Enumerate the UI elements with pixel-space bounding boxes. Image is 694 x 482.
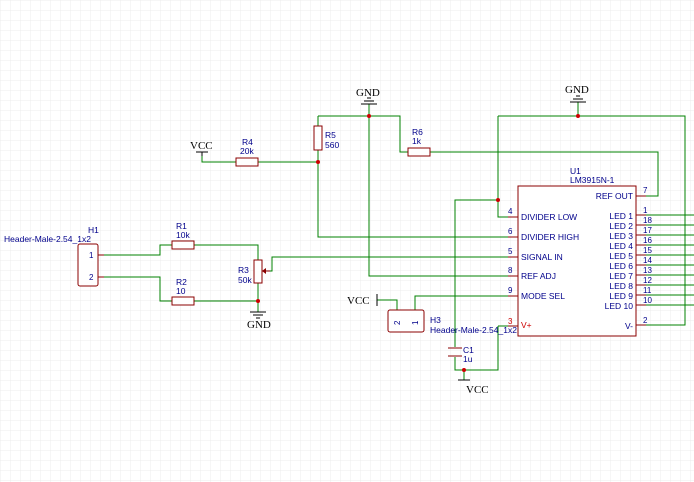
h1-name-label: Header-Male-2.54_1x2 [4, 234, 91, 244]
r2-ref-label: R2 [176, 277, 187, 287]
gnd-symbol-u1: GND [565, 84, 589, 103]
gnd-r3-label: GND [247, 319, 271, 331]
capacitor-c1[interactable]: C1 1u [448, 345, 474, 364]
r6-ref-label: R6 [412, 127, 423, 137]
gnd-symbol-r3: GND [247, 311, 271, 331]
u1-pin-num: 13 [643, 266, 652, 275]
u1-pin-num: 7 [643, 186, 648, 195]
u1-pin-name: LED 5 [609, 251, 633, 261]
resistor-r2[interactable]: R2 10 [171, 277, 195, 306]
u1-pin-num: 10 [643, 296, 652, 305]
u1-pin-name: V- [625, 321, 633, 331]
r4-ref-label: R4 [242, 137, 253, 147]
u1-pin-name: LED 1 [609, 211, 633, 221]
r3-ref-label: R3 [238, 265, 249, 275]
u1-pin-num: 12 [643, 276, 652, 285]
resistor-r1[interactable]: R1 10k [171, 221, 195, 250]
r5-value-label: 560 [325, 140, 339, 150]
junctions [256, 114, 580, 372]
u1-pin-name: SIGNAL IN [521, 252, 563, 262]
u1-pin-num: 17 [643, 226, 652, 235]
h3-ref-label: H3 [430, 315, 441, 325]
u1-pin-name: DIVIDER HIGH [521, 232, 579, 242]
u1-name-label: LM3915N-1 [570, 175, 615, 185]
u1-ref-label: U1 [570, 166, 581, 176]
vcc-symbol-h3: VCC [347, 294, 378, 307]
u1-pin-num: 16 [643, 236, 652, 245]
u1-pin-name: LED 8 [609, 281, 633, 291]
c1-ref-label: C1 [463, 345, 474, 355]
u1-pin-num: 2 [643, 316, 648, 325]
r3-value-label: 50k [238, 275, 252, 285]
vcc-c1-label: VCC [466, 384, 489, 396]
u1-pin-name: MODE SEL [521, 291, 565, 301]
potentiometer-r3[interactable]: R3 50k [238, 259, 270, 285]
r5-ref-label: R5 [325, 130, 336, 140]
u1-pin-name: REF ADJ [521, 271, 556, 281]
h1-pin2-label: 2 [89, 273, 94, 282]
u1-pin-num: 4 [508, 207, 513, 216]
u1-pin-num: 15 [643, 246, 652, 255]
vcc-symbol-r4: VCC [190, 140, 213, 156]
h3-name-label: Header-Male-2.54_1x2 [430, 325, 517, 335]
u1-pin-name: REF OUT [596, 191, 633, 201]
u1-pin-name: V+ [521, 320, 532, 330]
header-h3[interactable]: 2 1 H3 Header-Male-2.54_1x2 [387, 309, 517, 335]
vcc-symbol-c1: VCC [458, 379, 489, 396]
u1-pin-num: 6 [508, 227, 513, 236]
u1-pin-name: LED 3 [609, 231, 633, 241]
u1-pin-num: 14 [643, 256, 652, 265]
resistor-r4[interactable]: R4 20k [235, 137, 259, 167]
u1-pin-name: LED 6 [609, 261, 633, 271]
u1-pin-num: 9 [508, 286, 513, 295]
u1-pin-name: LED 4 [609, 241, 633, 251]
vcc-h3-label: VCC [347, 295, 370, 307]
gnd-symbol-r5: GND [356, 87, 380, 105]
u1-pin-num: 8 [508, 266, 513, 275]
h1-ref-label: H1 [88, 225, 99, 235]
gnd-u1-label: GND [565, 84, 589, 96]
resistor-r6[interactable]: R6 1k [407, 127, 431, 157]
resistor-r5[interactable]: R5 560 [313, 125, 339, 151]
u1-pin-num: 3 [508, 317, 513, 326]
r6-value-label: 1k [412, 136, 422, 146]
h3-pin2-label: 2 [393, 320, 402, 325]
u1-pin-num: 1 [643, 206, 648, 215]
u1-pin-name: DIVIDER LOW [521, 212, 577, 222]
u1-pin-num: 5 [508, 247, 513, 256]
u1-pin-name: LED 7 [609, 271, 633, 281]
u1-pin-name: LED 10 [605, 301, 634, 311]
h3-pin1-label: 1 [411, 320, 420, 325]
r2-value-label: 10 [176, 286, 186, 296]
header-h1[interactable]: Header-Male-2.54_1x2 H1 1 2 [4, 225, 104, 287]
u1-pin-name: LED 9 [609, 291, 633, 301]
vcc-r4-label: VCC [190, 140, 213, 152]
u1-pin-name: LED 2 [609, 221, 633, 231]
wires [98, 102, 694, 380]
u1-pin-num: 11 [643, 286, 652, 295]
c1-value-label: 1u [463, 354, 473, 364]
ic-u1[interactable]: U1 LM3915N-1 4 6 5 8 9 3 DIVIDER LOW DIV… [508, 166, 652, 337]
h1-pin1-label: 1 [89, 251, 94, 260]
u1-pin-num: 18 [643, 216, 652, 225]
r1-value-label: 10k [176, 230, 190, 240]
gnd-r5-label: GND [356, 87, 380, 99]
r1-ref-label: R1 [176, 221, 187, 231]
r4-value-label: 20k [240, 146, 254, 156]
